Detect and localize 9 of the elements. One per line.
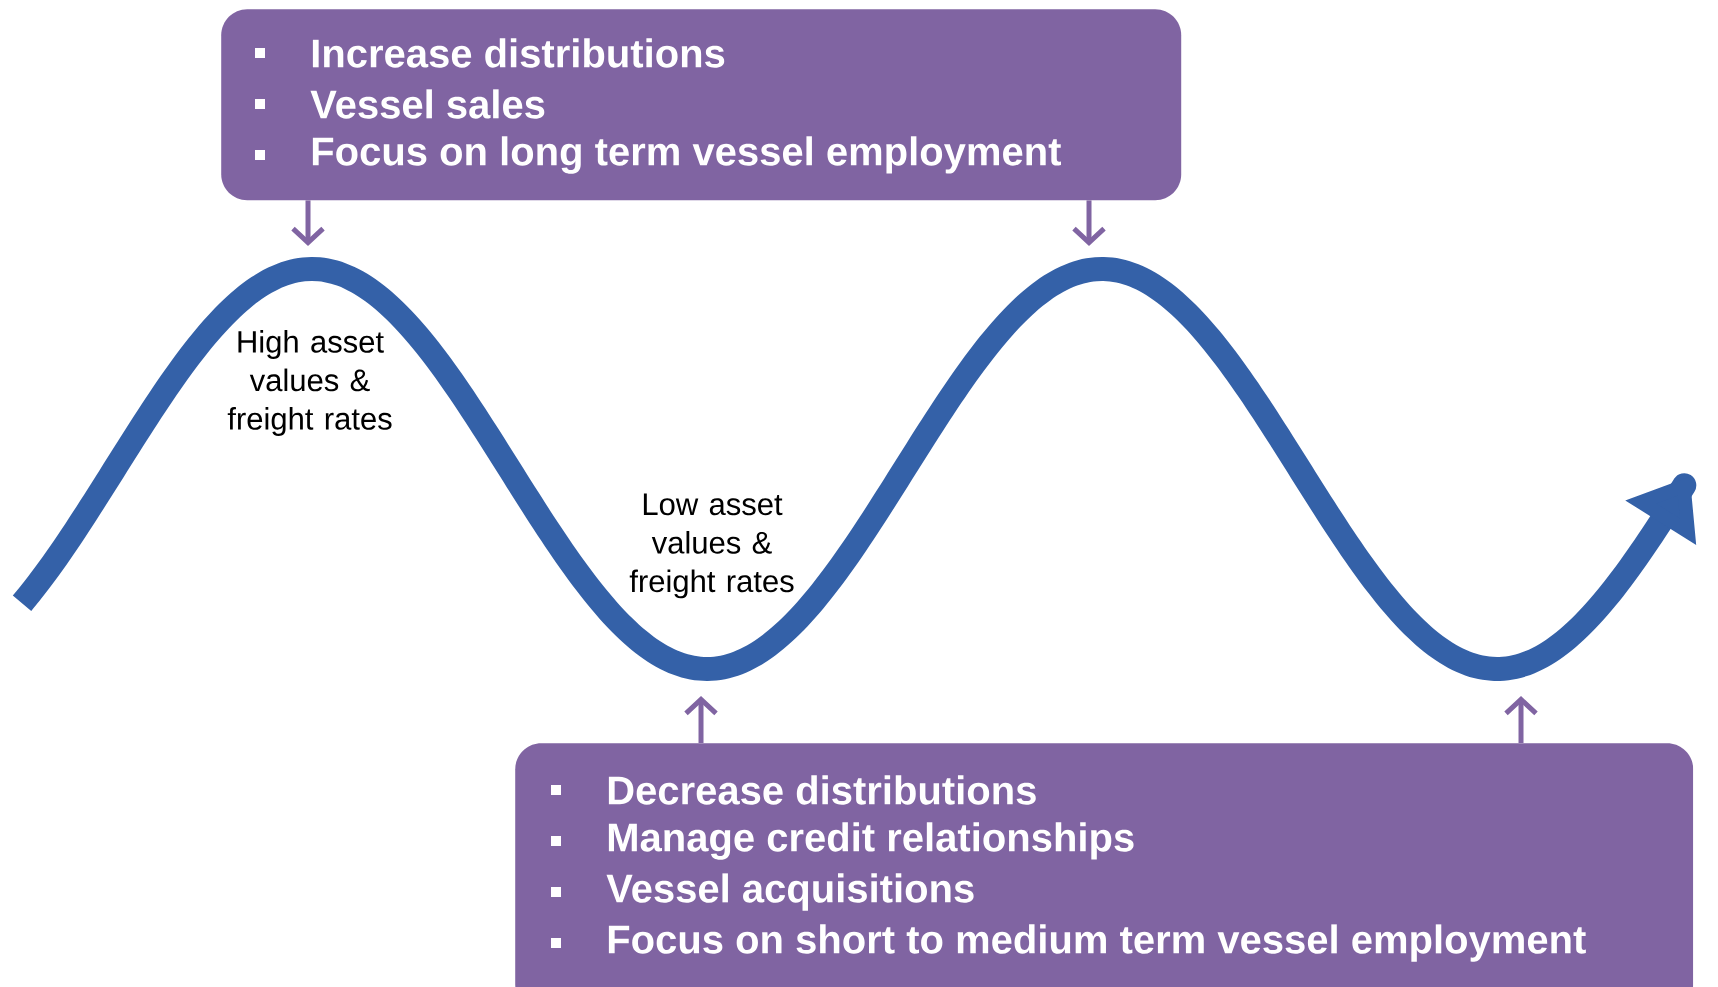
list-item: Vessel sales xyxy=(310,89,545,119)
list-item: Decrease distributions xyxy=(608,775,1036,805)
curve-label: Low asset values & freight rates xyxy=(629,493,794,599)
list-item: Vessel acquisitions xyxy=(606,873,974,911)
curve-label: High asset values & freight rates xyxy=(227,330,392,436)
list-item: Manage credit relationships xyxy=(608,822,1134,860)
list-item: Focus on short to medium term vessel employment xyxy=(608,924,1586,962)
list-item: Focus on long term vessel employment xyxy=(312,136,1061,174)
list-item: Increase distributions xyxy=(312,38,725,68)
